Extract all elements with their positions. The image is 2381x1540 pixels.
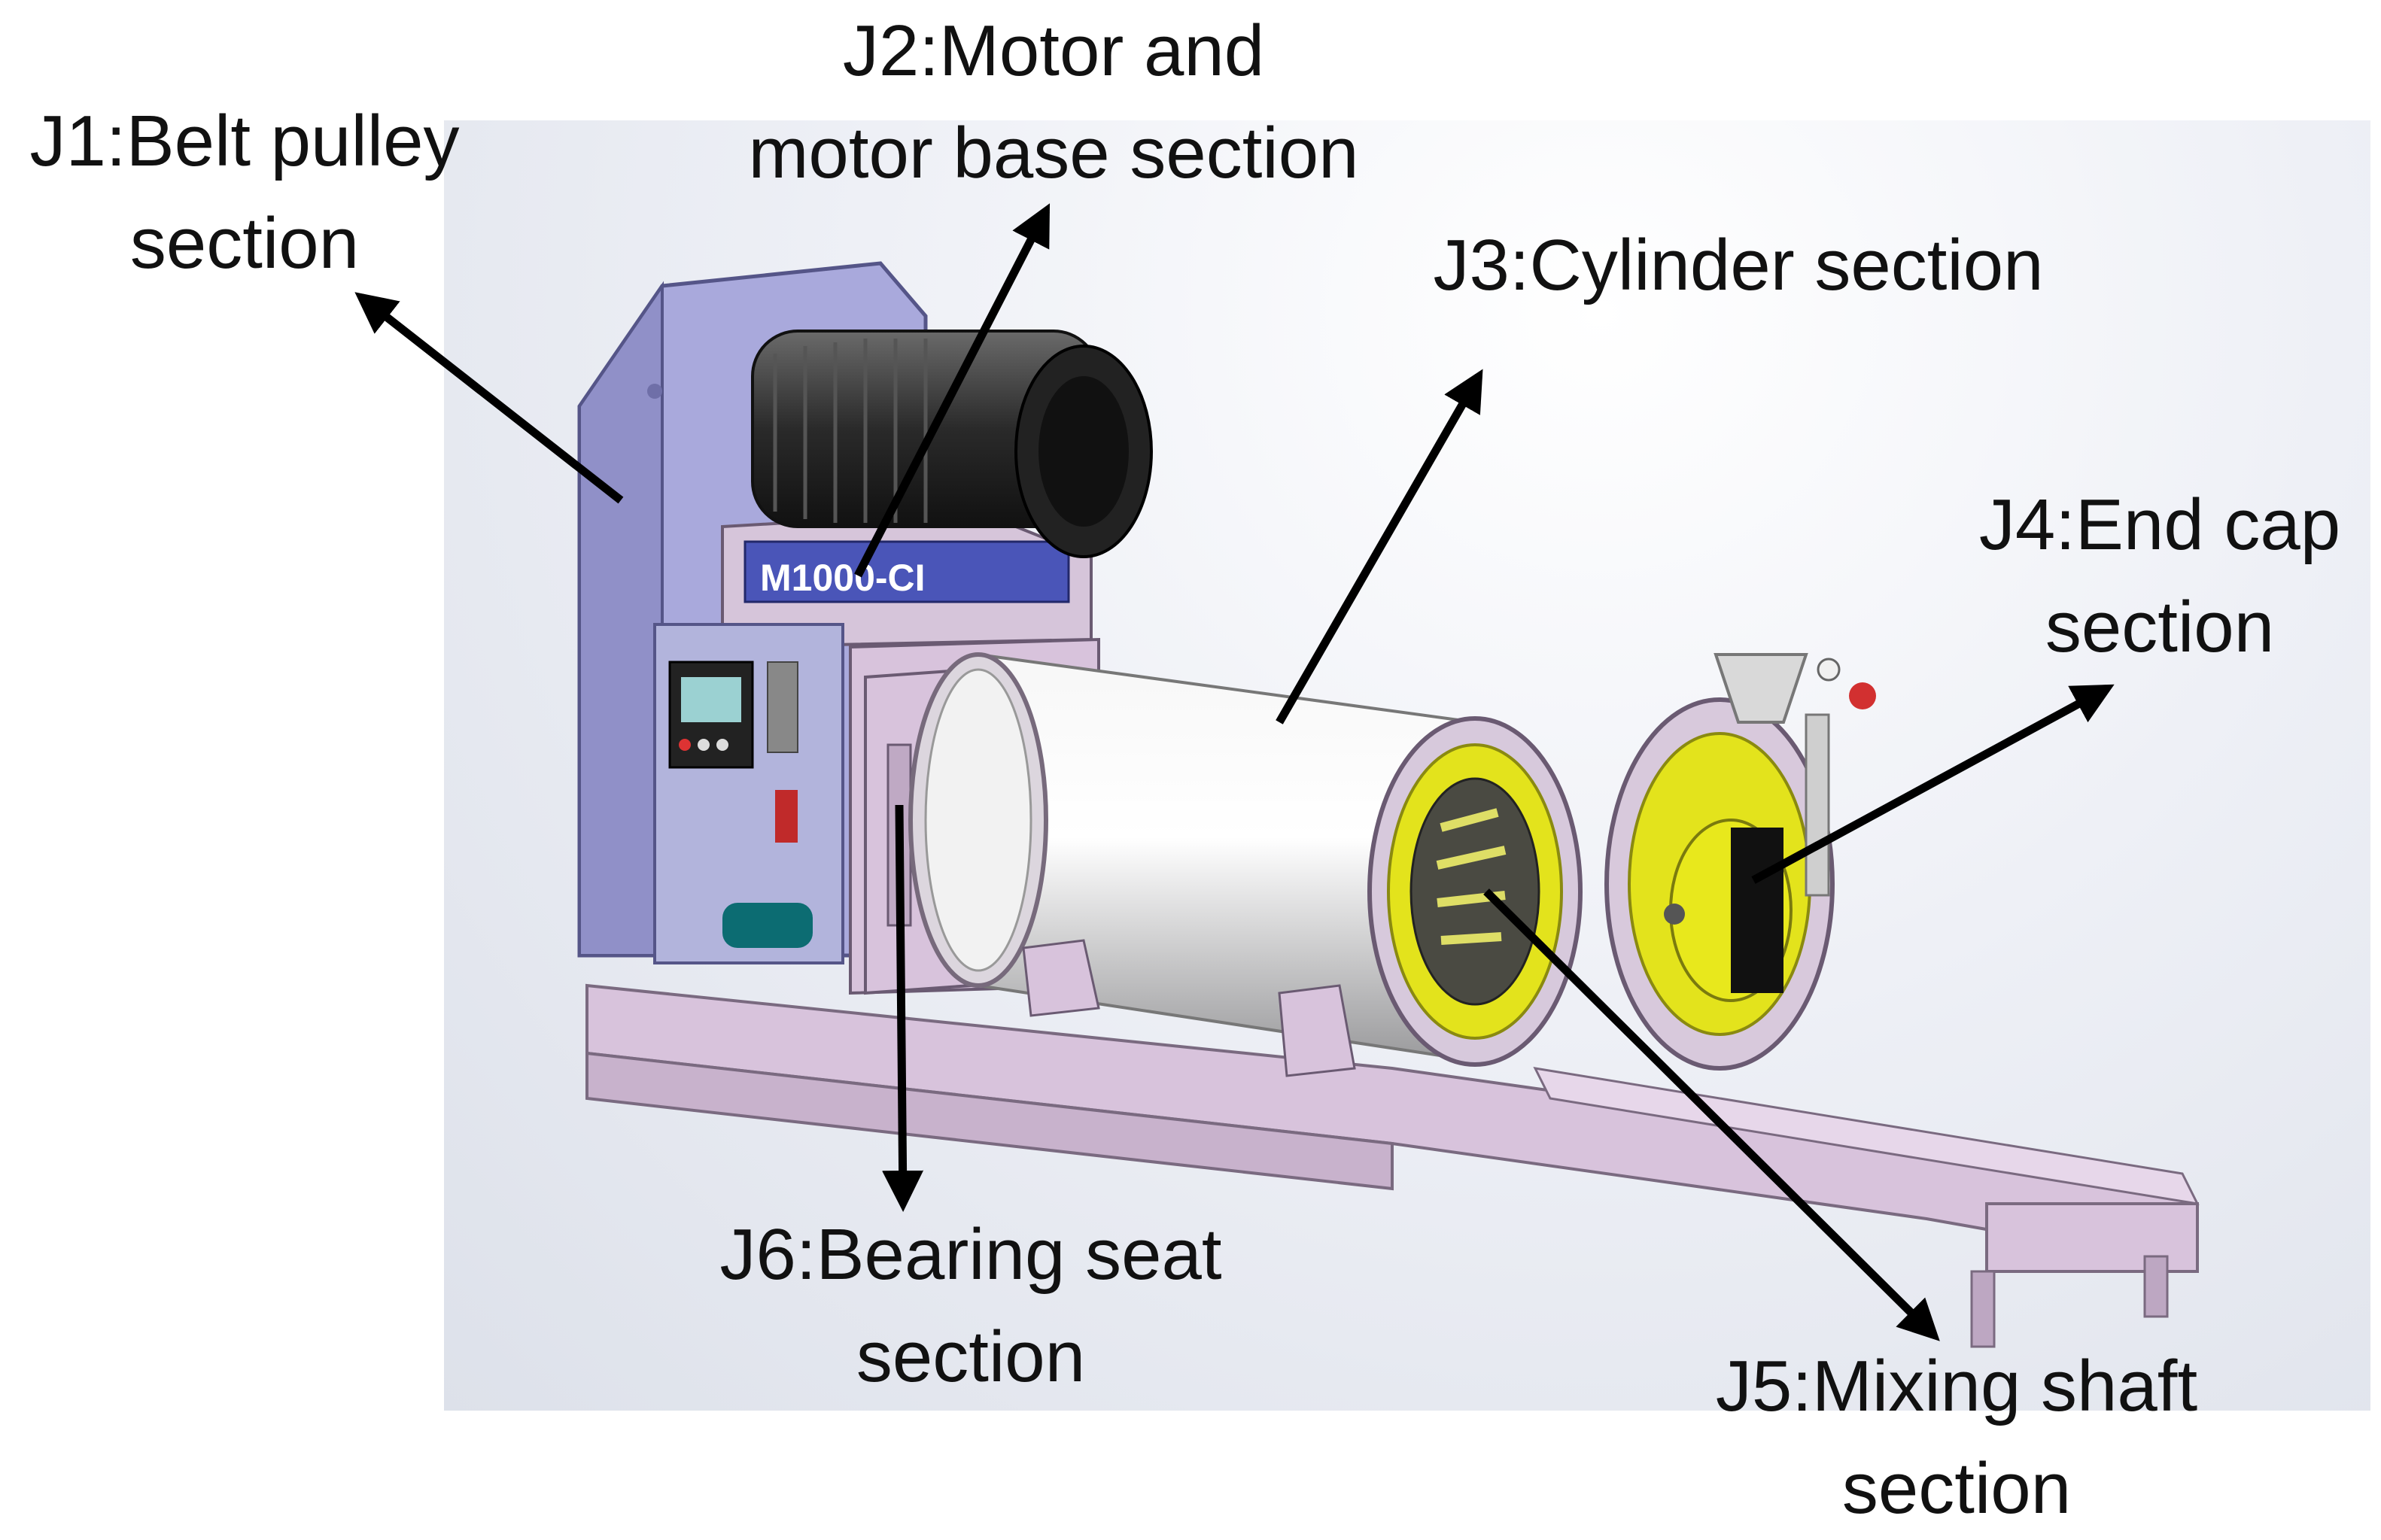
label-j3-cylinder: J3:Cylinder section bbox=[1400, 214, 2077, 317]
motor bbox=[751, 330, 1153, 558]
arrow-j6 bbox=[882, 804, 924, 1212]
label-j1-belt-pulley: J1:Belt pulley section bbox=[11, 90, 478, 295]
control-panel bbox=[653, 623, 844, 964]
label-j5-mixing-shaft: J5:Mixing shaft section bbox=[1671, 1335, 2243, 1540]
arrow-j1 bbox=[354, 292, 624, 504]
label-j4-line2: section bbox=[2045, 587, 2275, 667]
cylinder bbox=[908, 652, 1476, 1077]
label-j6-line2: section bbox=[856, 1317, 1086, 1397]
arrow-j3 bbox=[1276, 369, 1483, 724]
arrow-j2 bbox=[854, 203, 1051, 578]
label-j3-line1: J3:Cylinder section bbox=[1433, 225, 2044, 305]
callout-arrows bbox=[354, 203, 2115, 1341]
label-j6-bearing-seat: J6:Bearing seat section bbox=[677, 1204, 1264, 1408]
label-j2-motor-base: J2:Motor and motor base section bbox=[700, 0, 1407, 205]
label-j4-line1: J4:End cap bbox=[1978, 484, 2341, 565]
label-j2-line2: motor base section bbox=[748, 113, 1359, 193]
label-j1-line2: section bbox=[129, 203, 360, 284]
arrow-j4 bbox=[1751, 684, 2115, 884]
label-j4-end-cap: J4:End cap section bbox=[1957, 474, 2363, 679]
label-j5-line1: J5:Mixing shaft bbox=[1715, 1346, 2198, 1426]
label-j2-line1: J2:Motor and bbox=[842, 11, 1265, 91]
base-rail bbox=[585, 983, 2200, 1348]
model-plate-text: M1000-CI bbox=[760, 557, 926, 599]
label-j5-line2: section bbox=[1841, 1448, 2072, 1529]
mixing-shaft bbox=[1367, 716, 1583, 1067]
end-cap bbox=[1604, 653, 1876, 1071]
arrow-j5 bbox=[1483, 888, 1940, 1341]
label-j1-line1: J1:Belt pulley bbox=[29, 101, 460, 181]
label-j6-line1: J6:Bearing seat bbox=[719, 1214, 1222, 1295]
